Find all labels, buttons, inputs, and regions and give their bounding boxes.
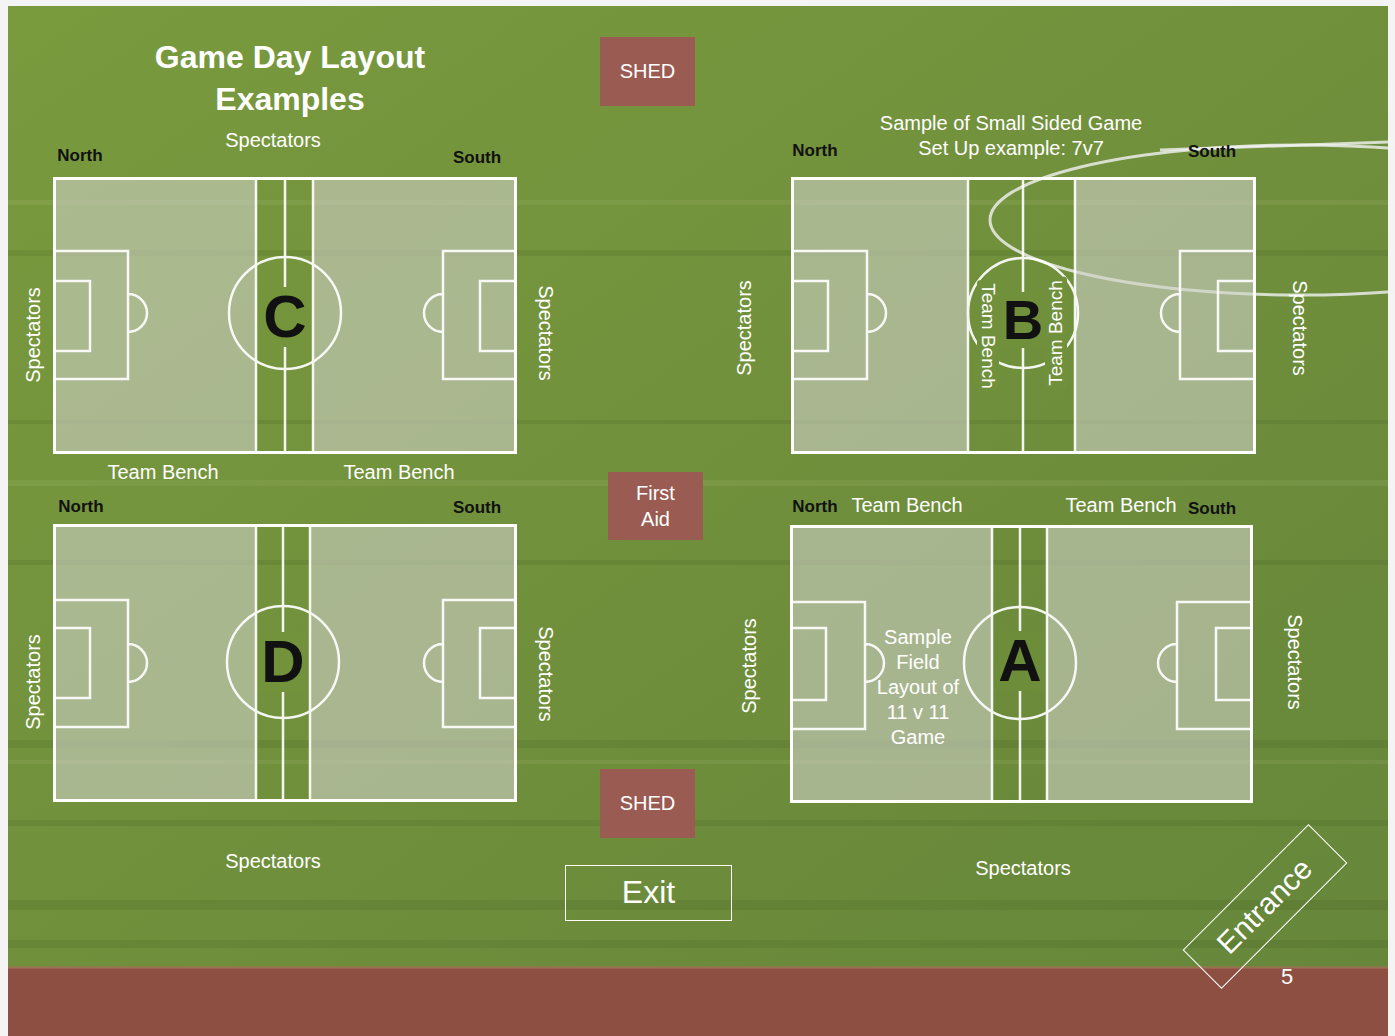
title-holder: Game Day Layout Examples [125, 36, 455, 120]
south-label: South [1188, 142, 1236, 162]
text-holder: First Aid [626, 480, 686, 532]
field-note: Sample Field Layout of 11 v 11 Game [868, 625, 968, 750]
first-aid-box: First Aid [608, 472, 703, 540]
team-bench-label: Team Bench [977, 280, 999, 392]
label-holder: North [57, 146, 102, 166]
north-label: North [792, 497, 837, 517]
team-bench-label: Team Bench [107, 461, 218, 484]
node-text: SHED [620, 60, 676, 83]
soccer-field: C [53, 177, 517, 454]
node-text: Exit [622, 874, 675, 911]
spectators-label: Spectators [733, 280, 756, 376]
north-label: North [792, 141, 837, 161]
label-holder: Spectators [225, 850, 321, 873]
node-text: Entrance [1210, 851, 1319, 960]
field-letter: D [258, 632, 307, 692]
text-holder: A [995, 631, 1044, 691]
text-holder: Team Bench [1045, 277, 1067, 389]
south-label: South [453, 498, 501, 518]
north-label: North [57, 146, 102, 166]
label-holder: Spectators [738, 618, 761, 714]
label-holder: Team Bench [1065, 494, 1176, 517]
label-holder: Spectators [534, 285, 557, 381]
spectators-label: Spectators [975, 857, 1071, 880]
label-holder: Spectators [534, 626, 557, 722]
text-holder: Exit [622, 874, 675, 911]
spectators-label: Spectators [534, 626, 557, 722]
spectators-label: Spectators [1288, 280, 1311, 376]
team-bench-label: Team Bench [851, 494, 962, 517]
field-letter: A [995, 631, 1044, 691]
node-text: First Aid [626, 480, 686, 532]
entrance-box: Entrance [1183, 824, 1348, 989]
shed-box: SHED [600, 769, 695, 838]
south-label: South [1188, 499, 1236, 519]
label-holder: North [58, 497, 103, 517]
soccer-field: BTeam Bench Team Bench [791, 177, 1256, 454]
field-letter: C [260, 287, 309, 347]
page-number: 5 [1281, 964, 1293, 989]
page-title: Game Day Layout Examples [125, 36, 455, 120]
team-bench-label: Team Bench [343, 461, 454, 484]
label-holder: South [1188, 499, 1236, 519]
spectators-label: Spectators [534, 285, 557, 381]
shed-box: SHED [600, 37, 695, 106]
node-text: SHED [620, 792, 676, 815]
text-holder: SHED [620, 60, 676, 83]
north-label: North [58, 497, 103, 517]
label-holder: Spectators [22, 287, 45, 383]
text-holder: SHED [620, 792, 676, 815]
label-holder: Team Bench [343, 461, 454, 484]
spectators-label: Spectators [225, 850, 321, 873]
spectators-label: Spectators [1283, 614, 1306, 710]
field-letter: B [1000, 292, 1046, 348]
text-holder: D [258, 632, 307, 692]
spectators-label: Spectators [22, 287, 45, 383]
south-label: South [453, 148, 501, 168]
label-holder: Spectators [1283, 614, 1306, 710]
label-holder: South [453, 148, 501, 168]
soccer-field: Sample Field Layout of 11 v 11 Game A [790, 525, 1253, 803]
spectators-label: Spectators [22, 634, 45, 730]
label-holder: Spectators [225, 129, 321, 152]
label-holder: South [453, 498, 501, 518]
field-note: Sample of Small Sided Game Set Up exampl… [871, 111, 1151, 161]
label-holder: South [1188, 142, 1236, 162]
label-holder: Team Bench [107, 461, 218, 484]
text-holder: B [1000, 292, 1046, 348]
label-holder: North [792, 141, 837, 161]
team-bench-label: Team Bench [1045, 277, 1067, 389]
text-holder: Sample Field Layout of 11 v 11 Game [868, 625, 968, 750]
exit-box: Exit [565, 865, 732, 921]
label-holder: Sample of Small Sided Game Set Up exampl… [871, 111, 1151, 161]
text-holder: Entrance [1210, 851, 1319, 960]
label-holder: 5 [1281, 964, 1293, 989]
label-holder: Team Bench [851, 494, 962, 517]
label-holder: Spectators [733, 280, 756, 376]
spectators-label: Spectators [738, 618, 761, 714]
spectators-label: Spectators [225, 129, 321, 152]
label-holder: Spectators [975, 857, 1071, 880]
label-holder: Spectators [22, 634, 45, 730]
label-holder: North [792, 497, 837, 517]
team-bench-label: Team Bench [1065, 494, 1176, 517]
text-holder: Team Bench [977, 280, 999, 392]
label-holder: Spectators [1288, 280, 1311, 376]
text-holder: C [260, 287, 309, 347]
soccer-field: D [53, 524, 517, 802]
